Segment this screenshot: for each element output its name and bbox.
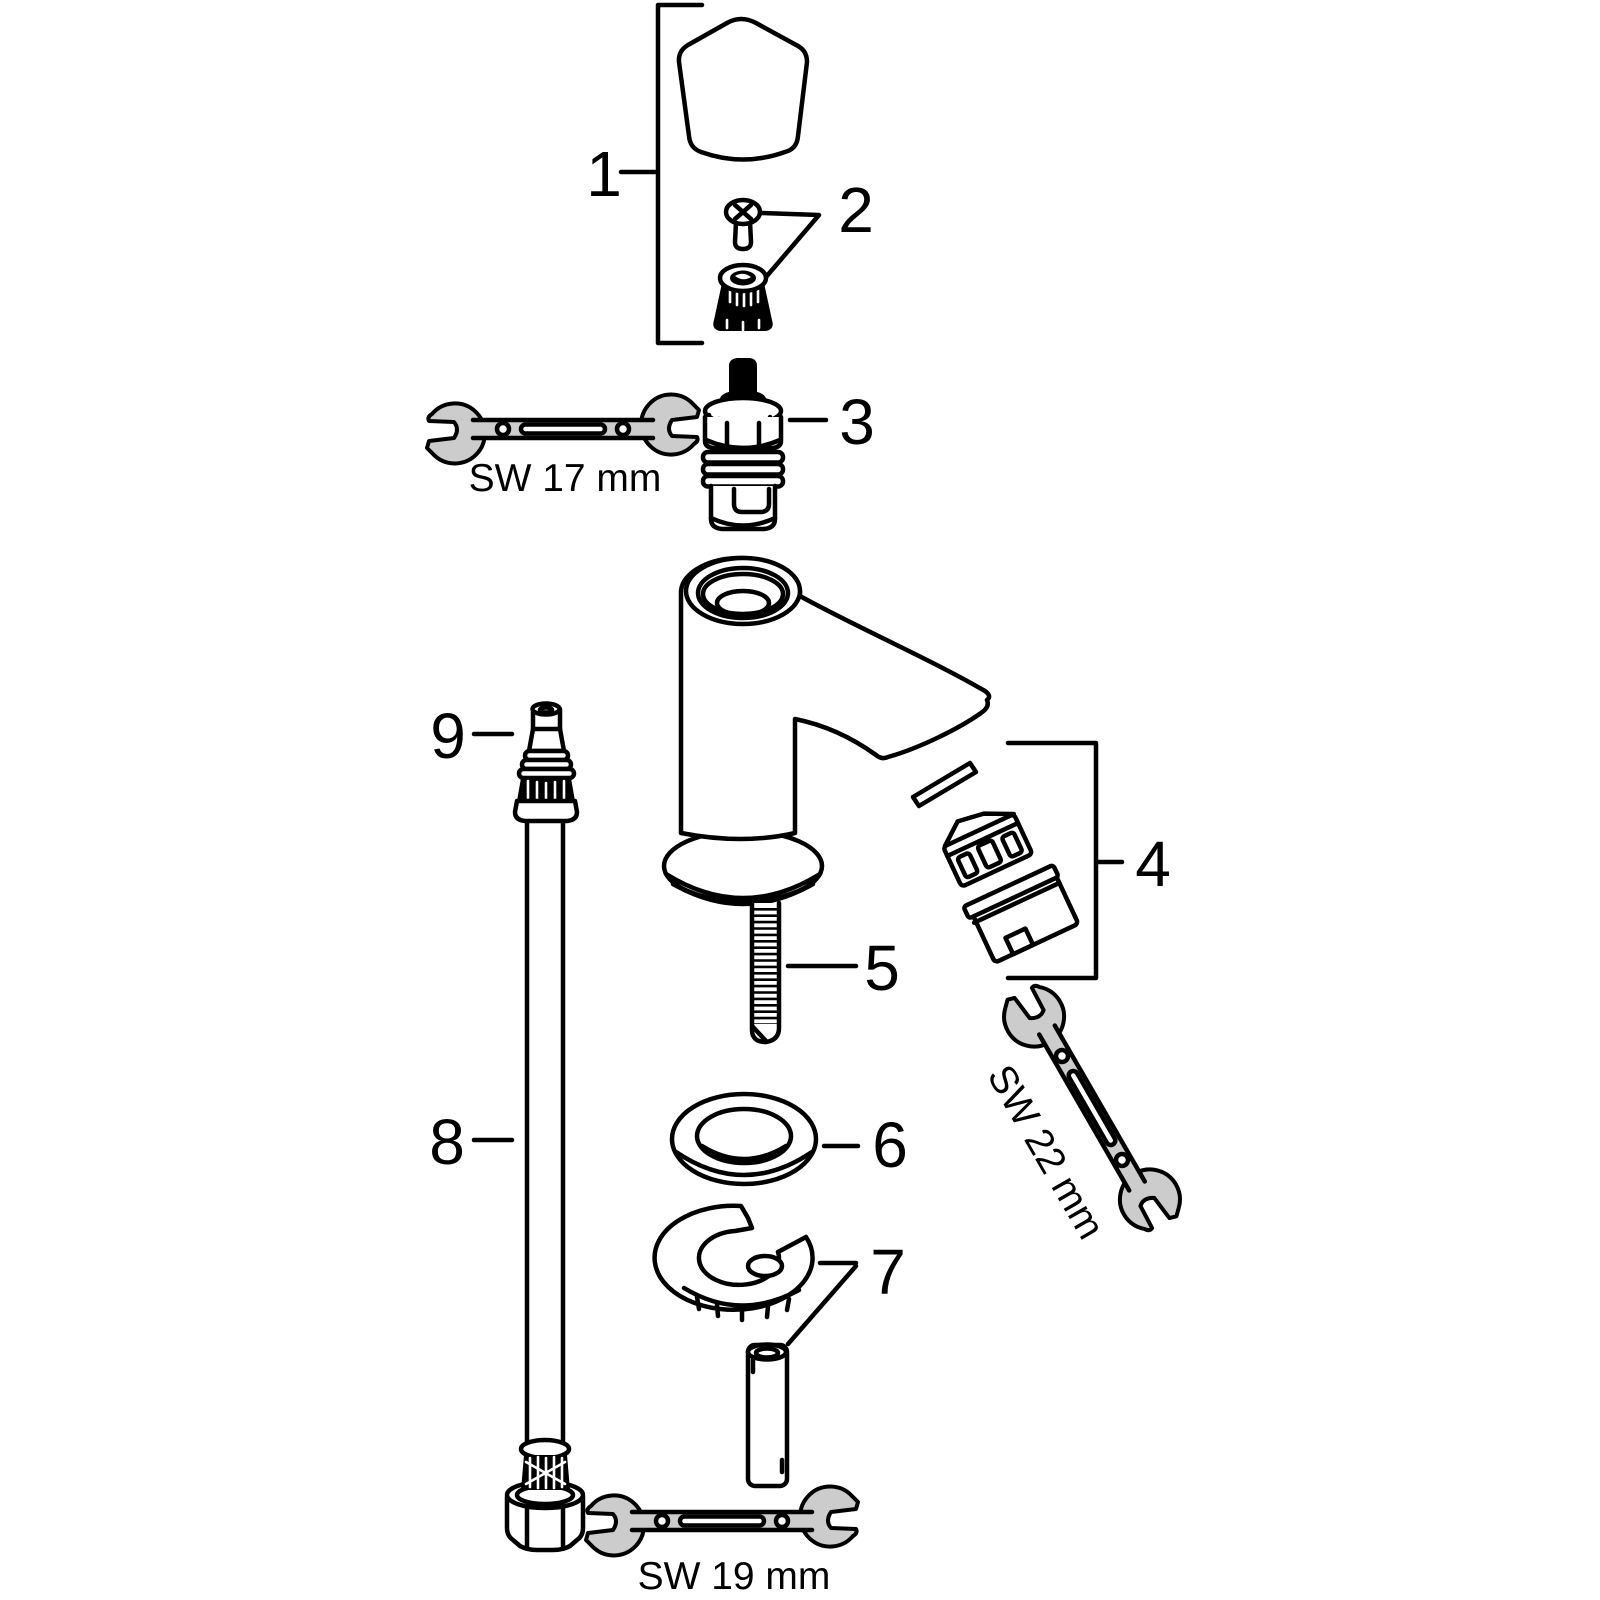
part-number-7: 7 xyxy=(870,1236,906,1308)
part-number-4: 4 xyxy=(1135,828,1171,900)
knurled-bushing xyxy=(713,262,773,332)
washer-ring xyxy=(669,1091,819,1187)
callout-5: 5 xyxy=(785,932,900,1004)
part-number-2: 2 xyxy=(838,174,874,246)
callout-8: 8 xyxy=(429,1106,515,1178)
wrench-sw17-label: SW 17 mm xyxy=(469,457,662,500)
callout-4: 4 xyxy=(1005,740,1171,981)
aerator-sleeve xyxy=(962,863,1080,964)
part-number-3: 3 xyxy=(839,386,875,458)
hose-connector-top xyxy=(512,701,580,824)
hose-nut-bottom xyxy=(504,1437,586,1553)
callout-9: 9 xyxy=(430,700,515,772)
callout-7: 7 xyxy=(785,1236,906,1347)
mounting-clamp xyxy=(652,1203,815,1323)
callout-2: 2 xyxy=(759,174,874,280)
part-number-1: 1 xyxy=(586,138,622,210)
callout-1: 1 xyxy=(586,2,705,346)
callout-3: 3 xyxy=(787,386,875,458)
valve-cartridge xyxy=(700,358,786,532)
handle-knob xyxy=(676,16,810,162)
part-number-5: 5 xyxy=(864,932,900,1004)
aerator-gasket-strip xyxy=(910,760,979,809)
callout-6: 6 xyxy=(821,1109,908,1181)
aerator-insert xyxy=(942,811,1034,888)
threaded-rod xyxy=(749,900,782,1045)
spacer-sleeve xyxy=(745,1342,790,1489)
part-number-8: 8 xyxy=(429,1106,465,1178)
supply-hose xyxy=(524,815,566,1455)
part-number-6: 6 xyxy=(872,1109,908,1181)
faucet-body xyxy=(661,555,992,907)
wrench-sw19-label: SW 19 mm xyxy=(638,1555,831,1598)
part-number-9: 9 xyxy=(430,700,466,772)
